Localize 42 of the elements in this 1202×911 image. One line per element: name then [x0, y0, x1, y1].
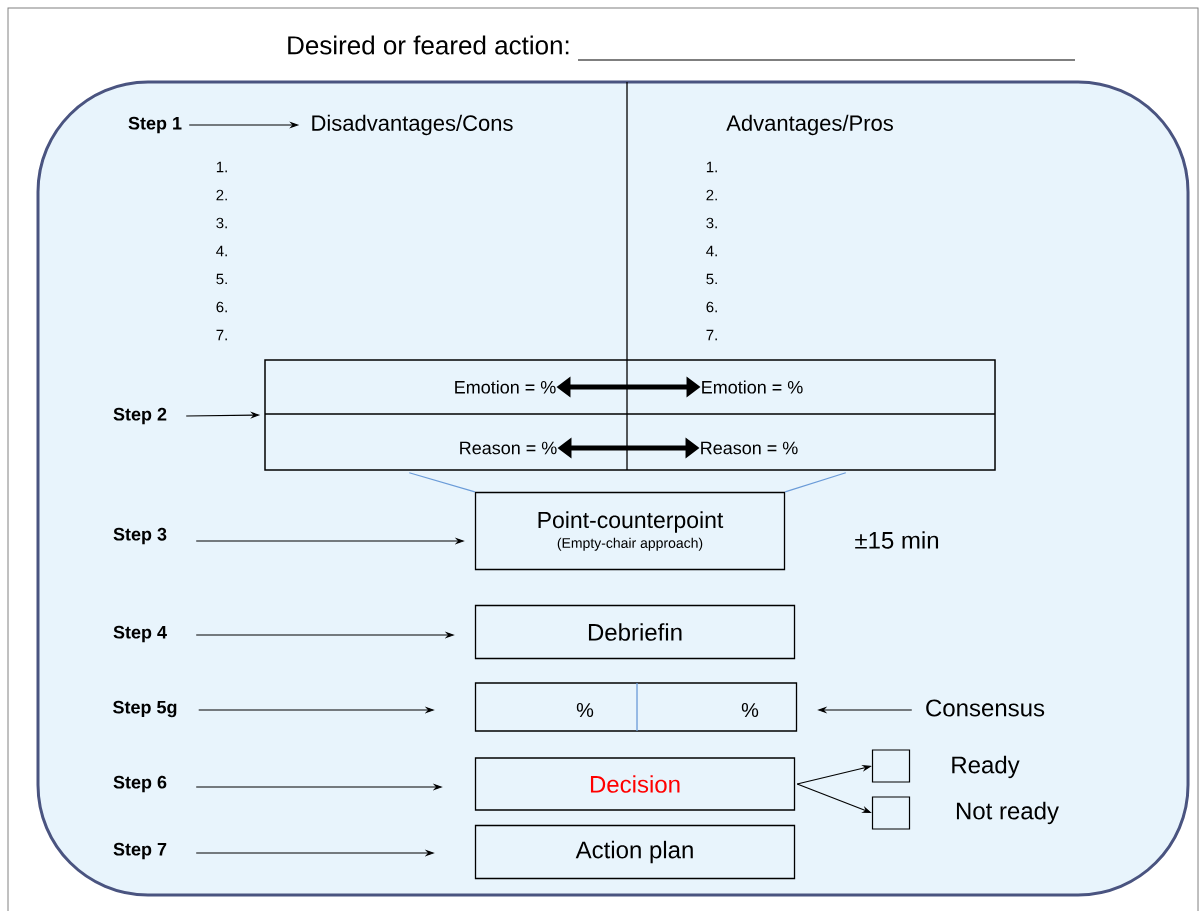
checkbox — [871, 796, 911, 830]
list-number: 2. — [216, 189, 227, 201]
list-number: 1. — [706, 161, 717, 173]
step-label: Step 6 — [113, 775, 167, 793]
process-box: Debriefin — [474, 604, 796, 660]
table-cell: Reason = % — [701, 441, 798, 455]
column-heading: Advantages/Pros — [726, 114, 893, 136]
list-number: 7. — [216, 329, 227, 341]
step-label: Step 4 — [113, 625, 167, 643]
duration-text: ±15 min — [855, 531, 939, 549]
step-label: Step 2 — [113, 407, 167, 425]
connector-line — [408, 472, 476, 493]
title: Desired or feared action: — [288, 35, 569, 55]
list-number: 4. — [216, 245, 227, 257]
list-number: 2. — [706, 189, 717, 201]
decision-box: Decision — [474, 757, 796, 811]
step-label: Step 7 — [113, 842, 167, 860]
split-box: % % — [474, 682, 798, 732]
table-box — [264, 359, 996, 471]
list-number: 3. — [216, 217, 227, 229]
list-number: 6. — [216, 301, 227, 313]
column-heading: Disadvantages/Cons — [312, 114, 513, 136]
process-box: Point-counterpoint (Empty-chair approach) — [474, 491, 786, 571]
table-cell: Reason = % — [460, 441, 557, 455]
list-number: 1. — [216, 161, 227, 173]
step-label: Step 5g — [113, 700, 177, 718]
step-label: Step 1 — [128, 116, 182, 134]
list-number: 5. — [216, 273, 227, 285]
checkbox — [871, 749, 911, 783]
list-number: 3. — [706, 217, 717, 229]
list-number: 5. — [706, 273, 717, 285]
option-label: Ready — [952, 755, 1020, 779]
table-cell: Emotion = % — [455, 380, 556, 394]
list-number: 7. — [706, 329, 717, 341]
connector-line — [784, 472, 847, 493]
consensus-label: Consensus — [926, 699, 1045, 717]
list-number: 6. — [706, 301, 717, 313]
table-cell: Emotion = % — [702, 380, 803, 394]
option-label: Not ready — [956, 801, 1059, 825]
process-box: Action plan — [474, 824, 796, 880]
step-label: Step 3 — [113, 527, 167, 545]
list-number: 4. — [706, 245, 717, 257]
